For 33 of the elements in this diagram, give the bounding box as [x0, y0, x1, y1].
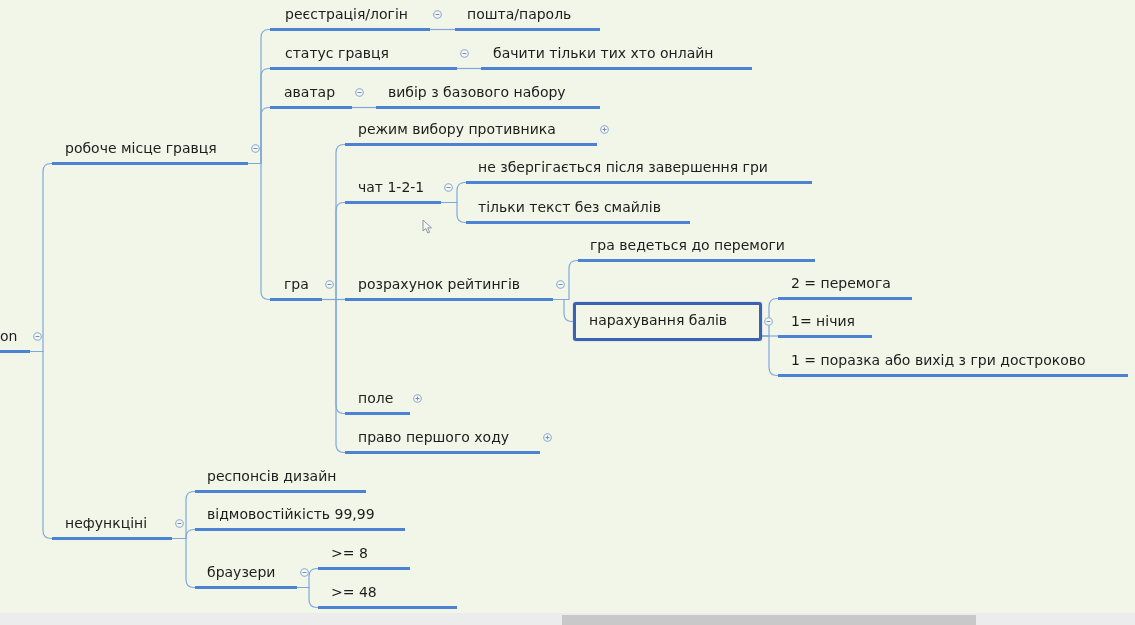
topic-label: гра	[270, 275, 322, 301]
topic-label: 1 = поразка або вихід з гри достроково	[778, 351, 1128, 377]
topic-label: бачити тільки тих хто онлайн	[481, 44, 752, 70]
connector-line	[440, 201, 467, 224]
topic-label: >= 48	[318, 583, 457, 609]
topic-label: розрахунок рейтингів	[345, 275, 553, 301]
topic-label: робоче місце гравця	[52, 139, 248, 165]
connector-line	[429, 28, 456, 31]
topic-label: реєстрація/логін	[270, 5, 430, 31]
topic-label: гра ведеться до перемоги	[578, 236, 815, 262]
topic-label: не збергігається після завершення гри	[466, 158, 812, 184]
topic-label: чат 1-2-1	[345, 178, 441, 204]
topic-label: відмовостійкість 99,99	[195, 505, 405, 531]
topic-label: режим вибору противника	[345, 120, 597, 146]
topic-label: 1= нічия	[778, 312, 872, 338]
topic-label: аватар	[270, 83, 352, 109]
connector-line	[552, 298, 574, 323]
topic-label: тільки текст без смайлів	[466, 198, 690, 224]
topic-label: >= 8	[318, 544, 410, 570]
topic-label: on	[0, 327, 30, 353]
topic-label: вибір з базового набору	[376, 83, 600, 109]
connector-line	[456, 67, 482, 70]
topic-label: браузери	[195, 563, 297, 589]
topic-label: 2 = перемога	[778, 274, 912, 300]
topic-label: нефункціні	[52, 514, 172, 540]
topic-label: респонсів дизайн	[195, 467, 366, 493]
topic-label: пошта/пароль	[455, 5, 600, 31]
connector-line	[351, 106, 377, 109]
connector-line	[296, 586, 319, 609]
highlighted-topic-box: нарахування балів	[573, 302, 762, 341]
topic-label: право першого ходу	[345, 428, 540, 454]
topic-label: статус гравця	[270, 44, 457, 70]
topic-label: поле	[345, 389, 410, 415]
